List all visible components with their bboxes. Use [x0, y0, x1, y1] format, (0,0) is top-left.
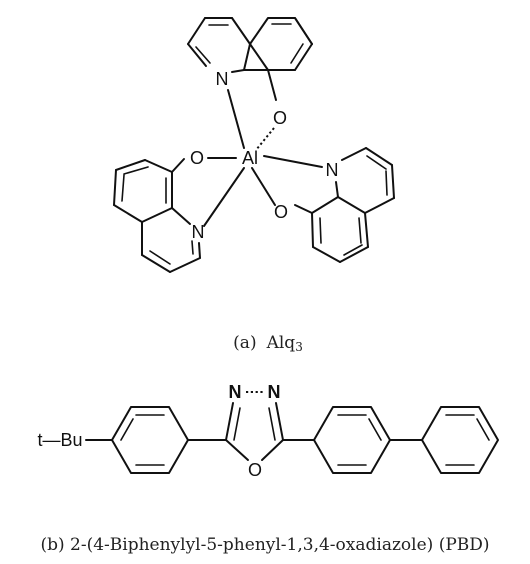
left-quinoline: [113, 158, 201, 273]
caption-a-prefix: (a): [233, 333, 256, 353]
phenyl-ring-3: [421, 406, 499, 474]
oxadiazole-ring: N N O: [225, 382, 284, 480]
bond: [391, 164, 395, 199]
bond: [319, 217, 322, 244]
nitrogen-atom-label: N: [216, 69, 229, 89]
bond: [268, 407, 276, 441]
bond: [231, 69, 245, 73]
bond: [290, 43, 304, 64]
top-quinoline: N O: [187, 17, 313, 128]
aluminum-atom-label: Al: [242, 148, 258, 168]
bond: [171, 158, 185, 173]
bond: [187, 17, 206, 45]
bond: [123, 166, 149, 175]
bond: [294, 17, 313, 45]
alq3-structure: N O Al O N N O: [113, 17, 395, 354]
bond: [337, 196, 366, 214]
bond: [187, 43, 207, 67]
oxygen-atom-label: O: [248, 460, 262, 480]
bond: [366, 155, 387, 170]
ring: [111, 406, 189, 474]
bond: [364, 212, 369, 248]
bond: [341, 147, 367, 161]
bond: [233, 407, 241, 441]
bond: [115, 159, 146, 171]
bond: [225, 402, 234, 441]
bond: [368, 418, 382, 441]
bond: [364, 197, 395, 214]
bond: [312, 246, 341, 263]
caption-a-subscript: 3: [295, 340, 303, 354]
oxygen-atom-label: O: [274, 202, 288, 222]
pbd-structure: t—Bu N N O: [37, 382, 499, 555]
caption-a: (a) Alq3: [233, 333, 303, 354]
bond: [243, 43, 251, 71]
bond: [231, 17, 251, 45]
bond: [198, 242, 201, 259]
bond: [120, 418, 134, 441]
phenyl-ring-2: [313, 406, 391, 474]
phenyl-ring-1: [111, 406, 189, 474]
bond: [121, 174, 125, 202]
nitrogen-atom-label: N: [192, 222, 205, 242]
bond: [311, 212, 314, 248]
bond: [113, 204, 143, 223]
ring: [421, 406, 499, 474]
caption-b: (b) 2-(4-Biphenylyl-5-phenyl-1,3,4-oxadi…: [40, 535, 489, 555]
bond: [343, 244, 363, 256]
bond: [311, 196, 339, 214]
bond: [267, 69, 277, 101]
bond: [365, 147, 393, 166]
bond: [141, 207, 173, 223]
coordination-bond: [227, 89, 245, 149]
bond: [169, 257, 201, 273]
bond: [275, 402, 284, 441]
coordination-bond: [263, 155, 323, 168]
bond: [476, 418, 490, 441]
bond: [149, 250, 171, 265]
nitrogen-atom-label: N: [268, 382, 281, 402]
nitrogen-atom-label: N: [326, 160, 339, 180]
bond: [261, 439, 284, 461]
bond: [171, 207, 191, 225]
bond: [385, 170, 388, 196]
ring: [313, 406, 391, 474]
bond: [358, 217, 362, 244]
tert-butyl-label: t—Bu: [37, 430, 82, 450]
oxygen-atom-label: O: [190, 148, 204, 168]
right-quinoline: [294, 147, 395, 263]
bond: [191, 240, 194, 255]
bond: [335, 181, 339, 198]
bond: [294, 204, 313, 214]
bond: [141, 254, 171, 273]
bond: [144, 159, 173, 173]
coordination-bond: [203, 167, 245, 227]
nitrogen-atom-label: N: [229, 382, 242, 402]
bond: [113, 169, 117, 206]
bond: [225, 439, 249, 461]
coordination-bond: [251, 167, 276, 206]
bond: [249, 43, 269, 71]
bond: [294, 43, 313, 71]
bond: [339, 246, 369, 263]
caption-a-main: Alq: [266, 333, 296, 353]
bond: [195, 46, 211, 64]
oxygen-atom-label: O: [273, 108, 287, 128]
coordination-bond-dashed: [255, 127, 275, 151]
